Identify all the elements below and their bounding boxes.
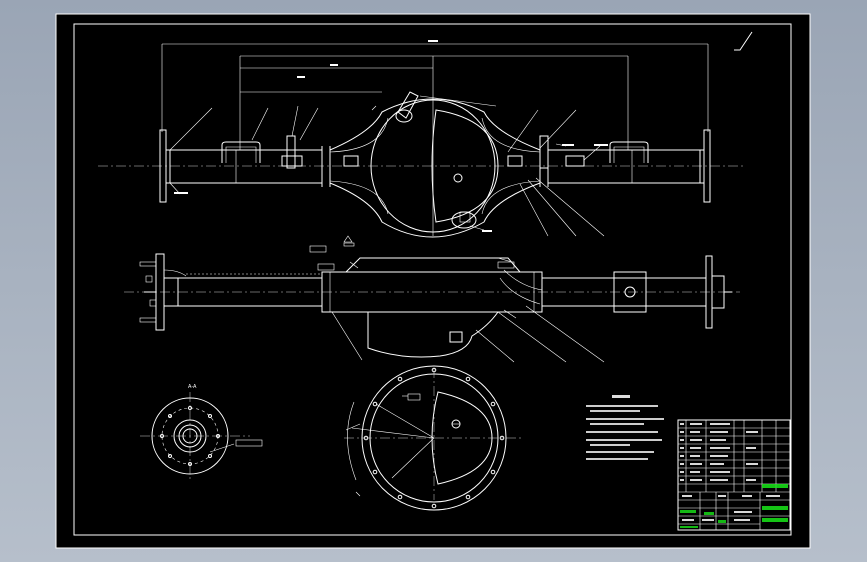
top-view <box>124 235 740 363</box>
section-a-a: A-A <box>140 384 263 482</box>
section-label: A-A <box>188 384 197 390</box>
sheet-inner-frame <box>73 23 792 536</box>
sheet-outer-border <box>55 13 811 549</box>
housing-cover-view <box>344 365 522 511</box>
title-block <box>677 419 791 531</box>
technical-notes <box>586 395 664 460</box>
front-view <box>98 31 753 238</box>
